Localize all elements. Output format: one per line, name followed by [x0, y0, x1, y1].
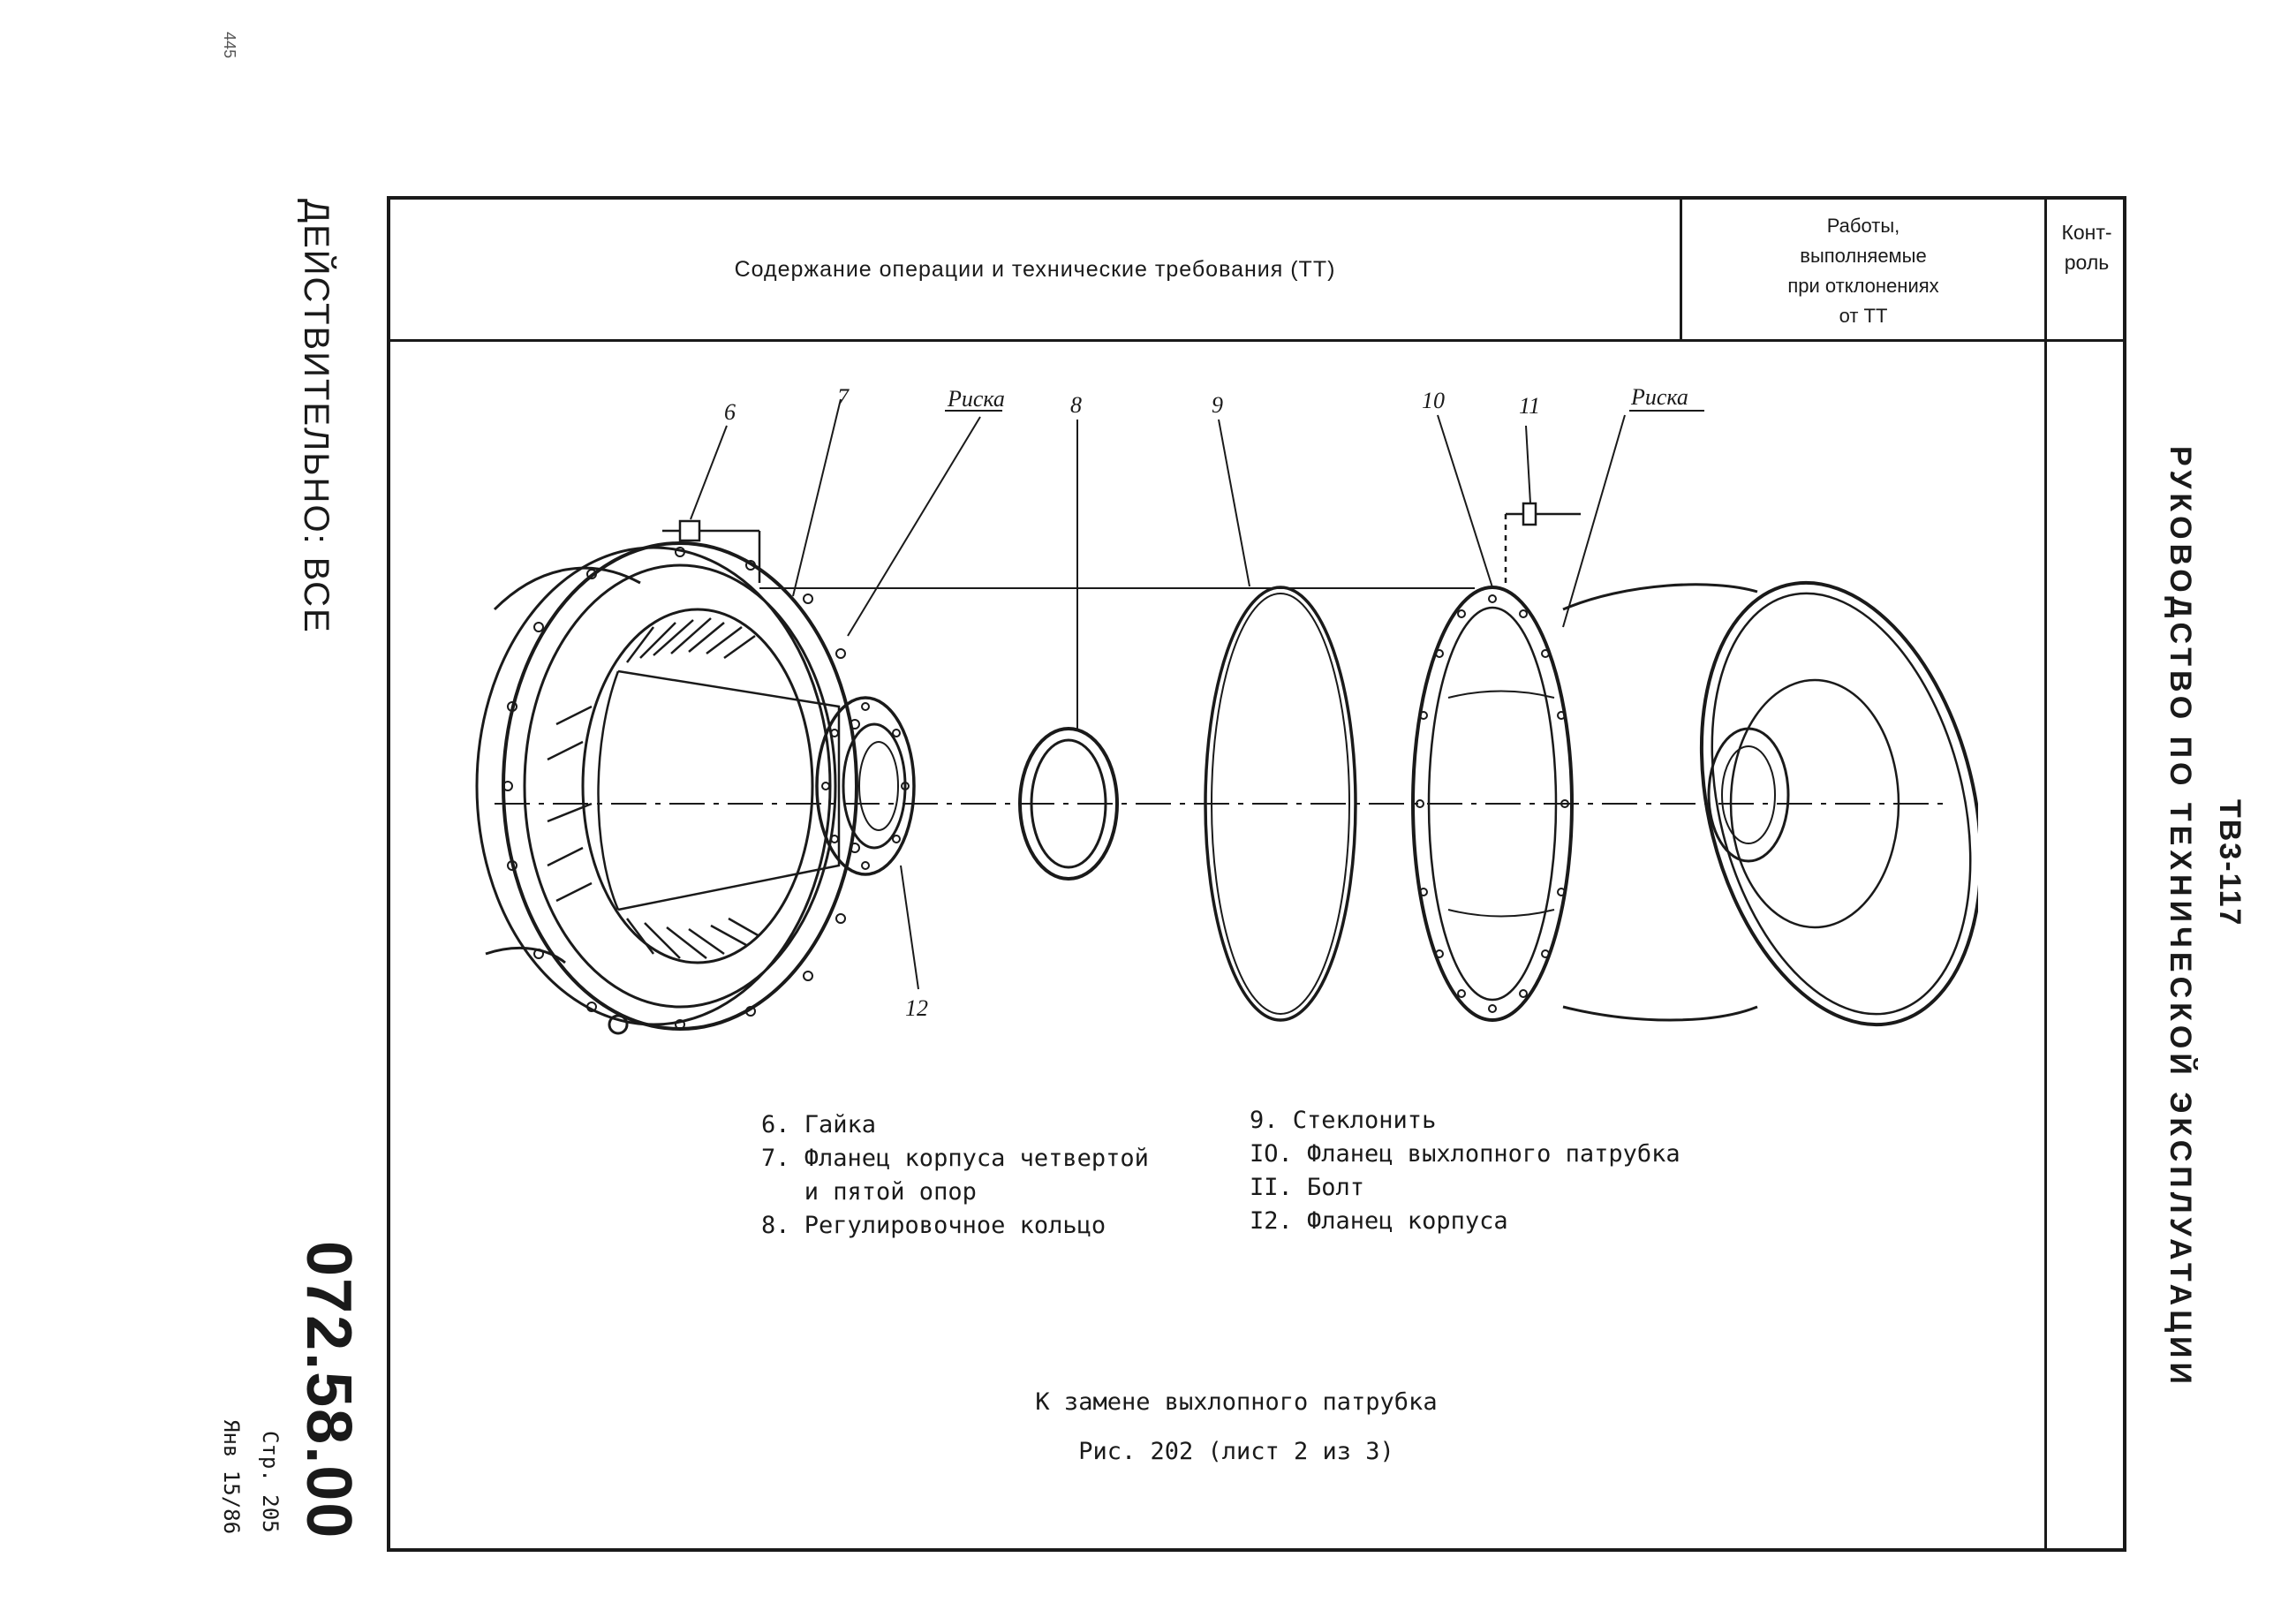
- work-line: Работы,: [1826, 215, 1900, 237]
- bolt-part11: [1504, 502, 1581, 583]
- work-line: при отклонениях: [1787, 275, 1939, 297]
- legend-item: и пятой опор: [761, 1178, 977, 1206]
- header-work-column: Работы, выполняемые при отклонениях от Т…: [1682, 205, 2044, 337]
- callout-6: 6: [724, 399, 736, 425]
- form-frame: Содержание операции и технические требов…: [387, 196, 2126, 1552]
- page-number: Стр. 205: [258, 1431, 283, 1533]
- callout-10: 10: [1422, 388, 1445, 413]
- callout-9: 9: [1212, 392, 1223, 418]
- callout-12: 12: [905, 995, 928, 1021]
- work-line: от ТТ: [1839, 305, 1888, 327]
- manual-title: РУКОВОДСТВО ПО ТЕХНИЧЕСКОЙ ЭКСПЛУАТАЦИИ: [2164, 446, 2197, 1388]
- callout-7: 7: [837, 384, 850, 410]
- document-code: 072.58.00: [293, 1241, 364, 1540]
- engine-model: ТВ3-117: [2213, 799, 2247, 927]
- housing-flange-part7: [475, 541, 860, 1035]
- callout-risk-2: Риска: [1630, 384, 1688, 410]
- control-line: роль: [2064, 251, 2110, 274]
- revision-date: Янв 15/86: [219, 1419, 244, 1535]
- callout-8: 8: [1070, 392, 1082, 418]
- parts-legend-left: 6. Гайка 7. Фланец корпуса четвертой и п…: [761, 1108, 1149, 1243]
- legend-item: II. Болт: [1250, 1174, 1365, 1201]
- validity-label: ДЕЙСТВИТЕЛЬНО: ВСЕ: [297, 199, 336, 634]
- nut-part6: [662, 519, 761, 583]
- header-divider: [390, 339, 2123, 342]
- callout-risk-1: Риска: [947, 386, 1005, 412]
- column-divider-work: [1680, 200, 1682, 339]
- legend-item: 9. Стеклонить: [1250, 1107, 1437, 1134]
- column-divider-control: [2044, 200, 2047, 1548]
- adjusting-ring-part8: [1018, 727, 1119, 881]
- inner-cone: [547, 617, 841, 959]
- header-content-title: Содержание операции и технические требов…: [734, 256, 1336, 282]
- legend-item: IО. Фланец выхлопного патрубка: [1250, 1140, 1680, 1168]
- figure-caption-number: Рис. 202 (лист 2 из 3): [1078, 1438, 1394, 1465]
- fiberglass-thread-part9: [1204, 586, 1357, 1022]
- legend-item: I2. Фланец корпуса: [1250, 1207, 1508, 1235]
- parts-legend-right: 9. Стеклонить IО. Фланец выхлопного патр…: [1250, 1104, 1680, 1238]
- callout-11: 11: [1519, 393, 1540, 419]
- legend-item: 8. Регулировочное кольцо: [761, 1212, 1106, 1239]
- header-control-column: Конт- роль: [2047, 217, 2126, 277]
- work-line: выполняемые: [1800, 245, 1927, 267]
- small-flange-part12: [815, 696, 916, 876]
- control-line: Конт-: [2061, 221, 2112, 244]
- figure-caption-title: К замене выхлопного патрубка: [1035, 1388, 1438, 1416]
- leader-lines: [690, 398, 1704, 990]
- corner-note: 445: [221, 32, 238, 59]
- legend-item: 6. Гайка: [761, 1111, 877, 1138]
- exhaust-pipe-drawing: 6 7 Риска 8 9 10 11 Риска 12: [475, 384, 1978, 1035]
- exhaust-pipe-body: [1562, 580, 1978, 1027]
- legend-item: 7. Фланец корпуса четвертой: [761, 1145, 1149, 1172]
